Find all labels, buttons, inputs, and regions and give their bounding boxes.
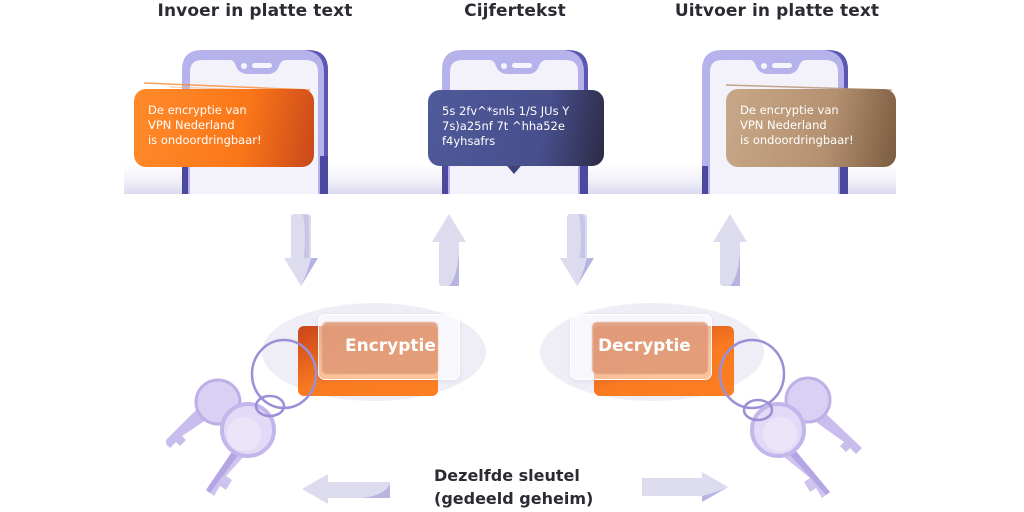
decryption-label-panel (592, 322, 708, 374)
message-line: 7s)a25nf 7t ^hha52e (442, 119, 565, 133)
heading-plaintext-output: Uitvoer in platte text (674, 1, 880, 21)
message-line: is ondoordringbaar! (148, 133, 262, 147)
message-line: 5s 2fv^*snls 1/S JUs Y (442, 104, 570, 118)
message-line: De encryptie van (740, 103, 839, 117)
arrow-right-icon (642, 472, 728, 502)
decryption-label: Decryptie (598, 336, 691, 356)
encryption-label-panel (322, 322, 438, 374)
arrow-up-icon (432, 214, 466, 286)
shared-key-caption: Dezelfde sleutel (gedeeld geheim) (434, 464, 593, 510)
message-line: VPN Nederland (148, 118, 235, 132)
key-ring-icon (718, 338, 862, 498)
message-line: VPN Nederland (740, 118, 827, 132)
message-line: De encryptie van (148, 103, 247, 117)
encryption-label: Encryptie (345, 336, 436, 356)
key-ring-icon (166, 338, 318, 496)
message-line: f4yhsafrs (442, 134, 496, 148)
caption-line: Dezelfde sleutel (434, 466, 580, 485)
plaintext-output-bubble: De encryptie van VPN Nederland is ondoor… (726, 89, 896, 167)
heading-plaintext-input: Invoer in platte text (157, 1, 353, 21)
plaintext-input-bubble: De encryptie van VPN Nederland is ondoor… (134, 89, 314, 167)
heading-ciphertext: Cijfertekst (464, 1, 566, 21)
arrow-up-icon (713, 214, 747, 286)
ciphertext-bubble: 5s 2fv^*snls 1/S JUs Y 7s)a25nf 7t ^hha5… (428, 90, 604, 166)
arrow-down-icon (284, 214, 318, 286)
arrow-left-icon (302, 474, 390, 504)
caption-line: (gedeeld geheim) (434, 489, 594, 508)
arrow-down-icon (560, 214, 594, 286)
message-line: is ondoordringbaar! (740, 133, 854, 147)
